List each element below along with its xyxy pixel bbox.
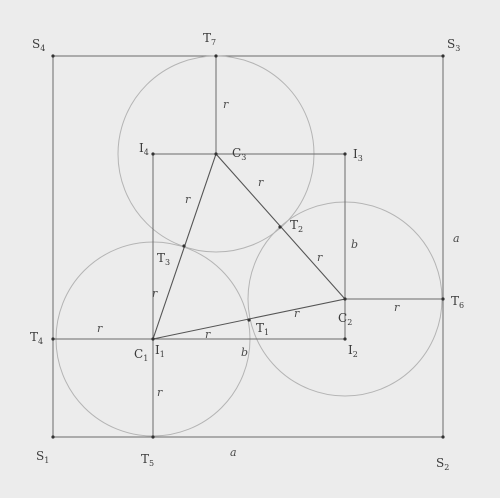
label-r-c2-t6: r bbox=[394, 301, 400, 314]
label-i4: I4 bbox=[139, 141, 149, 157]
label-i3: I3 bbox=[353, 147, 363, 163]
point-c3 bbox=[214, 152, 218, 156]
label-s3: S3 bbox=[447, 37, 460, 53]
label-s4: S4 bbox=[32, 37, 45, 53]
point-c1 bbox=[151, 337, 155, 341]
point-t3 bbox=[182, 244, 186, 248]
label-s1: S1 bbox=[36, 449, 49, 465]
label-t4: T4 bbox=[30, 330, 43, 346]
label-i2: I2 bbox=[348, 343, 358, 359]
label-r-c1-t5: r bbox=[157, 386, 163, 399]
label-r-c3-t7: r bbox=[223, 98, 229, 111]
point-c2 bbox=[343, 297, 347, 301]
label-r-c3-t3: r bbox=[185, 193, 191, 206]
label-c2: C2 bbox=[338, 311, 352, 327]
point-s2 bbox=[441, 435, 445, 439]
outer-square bbox=[52, 55, 444, 438]
point-t5 bbox=[151, 435, 155, 439]
point-s3 bbox=[441, 54, 445, 58]
label-t2: T2 bbox=[290, 218, 303, 234]
label-s2: S2 bbox=[436, 456, 449, 472]
inner-rectangle bbox=[152, 153, 346, 340]
point-t4 bbox=[51, 337, 55, 341]
point-t7 bbox=[214, 54, 218, 58]
label-b-right: b bbox=[351, 238, 358, 251]
label-b-bottom: b bbox=[241, 346, 248, 359]
point-i2 bbox=[343, 337, 347, 341]
point-s1 bbox=[51, 435, 55, 439]
label-i1: I1 bbox=[155, 343, 165, 359]
point-i4 bbox=[151, 152, 155, 156]
label-a-bottom: a bbox=[230, 446, 237, 459]
label-t3: T3 bbox=[157, 251, 170, 267]
label-r-c1-t3: r bbox=[152, 287, 158, 300]
label-r-c2-t2: r bbox=[317, 251, 323, 264]
label-c3: C3 bbox=[232, 146, 246, 162]
label-r-c1-t4: r bbox=[97, 322, 103, 335]
label-t6: T6 bbox=[451, 294, 464, 310]
label-t5: T5 bbox=[141, 452, 154, 468]
point-i3 bbox=[343, 152, 347, 156]
label-t1: T1 bbox=[256, 321, 269, 337]
label-r-c1-t1: r bbox=[205, 328, 211, 341]
label-t7: T7 bbox=[203, 31, 216, 47]
point-t1 bbox=[247, 318, 251, 322]
point-t2 bbox=[278, 225, 282, 229]
point-s4 bbox=[51, 54, 55, 58]
label-r-c3-t2: r bbox=[258, 176, 264, 189]
label-c1: C1 bbox=[134, 347, 148, 363]
label-r-c2-t1: r bbox=[294, 307, 300, 320]
label-a-right: a bbox=[453, 232, 460, 245]
point-t6 bbox=[441, 297, 445, 301]
